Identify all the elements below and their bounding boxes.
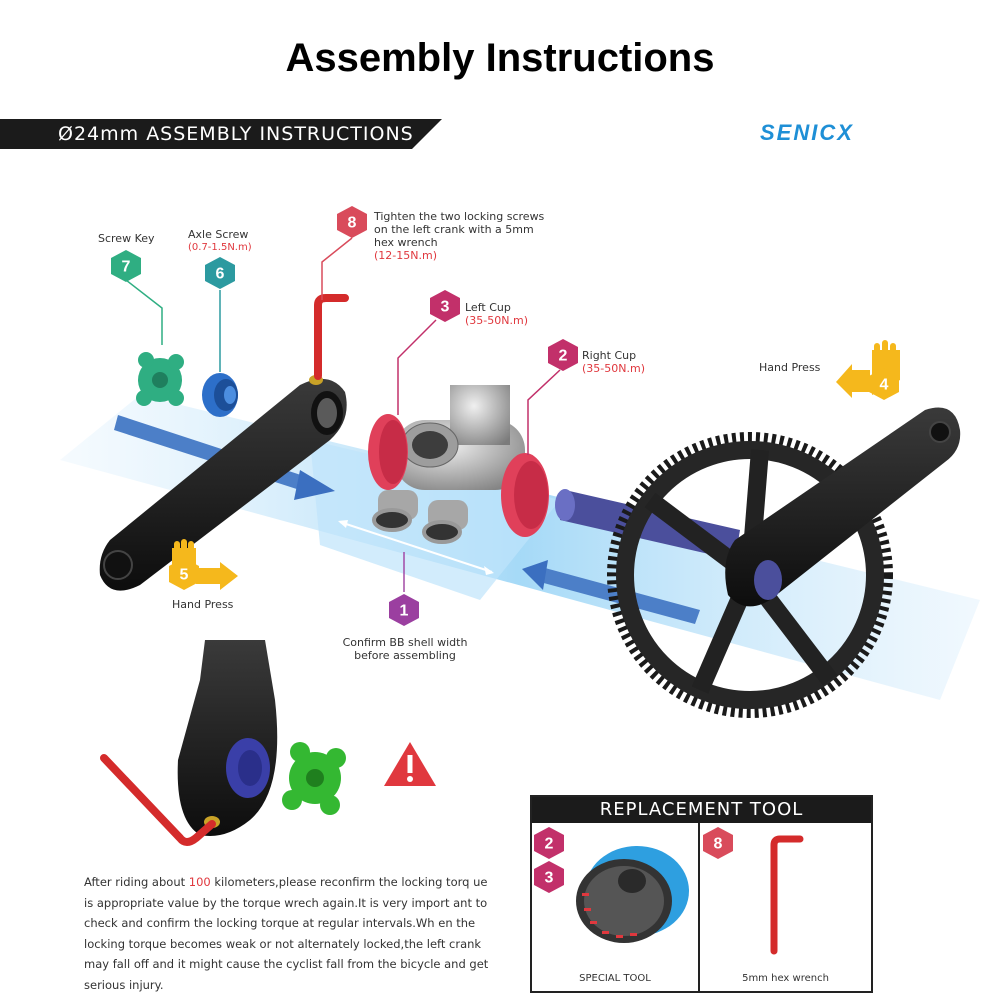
banner-title: Ø24mm ASSEMBLY INSTRUCTIONS [58,123,414,145]
hex-wrench-icon [770,835,804,955]
left-cup-icon [368,414,408,490]
step-6-text: Axle Screw (0.7-1.5N.m) [188,228,252,253]
crank-detail-closeup [177,640,278,836]
special-tool-icon [576,846,689,943]
step-badge-7: 7 [111,250,141,282]
svg-text:2: 2 [559,348,568,365]
replacement-tool-box [530,795,873,993]
svg-text:3: 3 [441,299,450,316]
step-badge-3: 3 [430,290,460,322]
svg-text:3: 3 [545,870,554,887]
right-cup-icon [501,453,549,537]
replacement-tool-title: REPLACEMENT TOOL [599,799,804,820]
step-badge-6: 6 [205,257,235,289]
step-badge-8: 8 [337,206,367,238]
step-1-text: Confirm BB shell width before assembling [342,636,468,662]
brand-logo: SENICX [760,120,854,145]
hex-wrench-icon [314,294,349,380]
right-crank-arm [725,407,961,607]
replacement-badge-3: 3 [534,861,564,893]
step-4-label: Hand Press [759,361,821,374]
special-tool-caption: SPECIAL TOOL [579,973,651,984]
tool-divider [698,823,700,993]
step-badge-1: 1 [389,594,419,626]
svg-text:5: 5 [180,567,189,584]
step-badge-4: 4 [869,368,899,400]
svg-text:1: 1 [400,603,409,620]
svg-text:8: 8 [348,215,357,232]
bottom-bracket-shell [372,385,525,544]
svg-text:7: 7 [122,259,131,276]
svg-text:6: 6 [216,266,225,283]
warning-paragraph: After riding about 100 kilometers,please… [84,875,489,992]
svg-text:8: 8 [714,836,723,853]
svg-text:2: 2 [545,836,554,853]
step-5-label: Hand Press [172,598,234,611]
hex-wrench-icon [100,754,216,846]
replacement-badge-2: 2 [534,827,564,859]
hex-wrench-caption: 5mm hex wrench [742,973,829,984]
banner-background [0,119,442,149]
step-badge-5: 5 [169,558,199,590]
screw-key-icon [282,742,346,815]
shell-width-measure [338,520,494,592]
replacement-badge-8: 8 [703,827,733,859]
leader-lines [125,237,561,455]
step-7-label: Screw Key [98,232,155,245]
svg-text:4: 4 [880,377,889,394]
page-title: Assembly Instructions [285,36,715,80]
replacement-tool-header [532,797,871,823]
warning-icon [384,742,436,786]
step-8-text: Tighten the two locking screws on the le… [374,210,545,262]
step-badge-2: 2 [548,339,578,371]
step-3-text: Left Cup (35-50N.m) [465,301,528,327]
axle-screw-icon [202,373,238,417]
screw-key-icon [136,352,184,406]
step-2-text: Right Cup (35-50N.m) [582,349,645,375]
replacement-tools-art: 2 3 8 [534,827,804,955]
